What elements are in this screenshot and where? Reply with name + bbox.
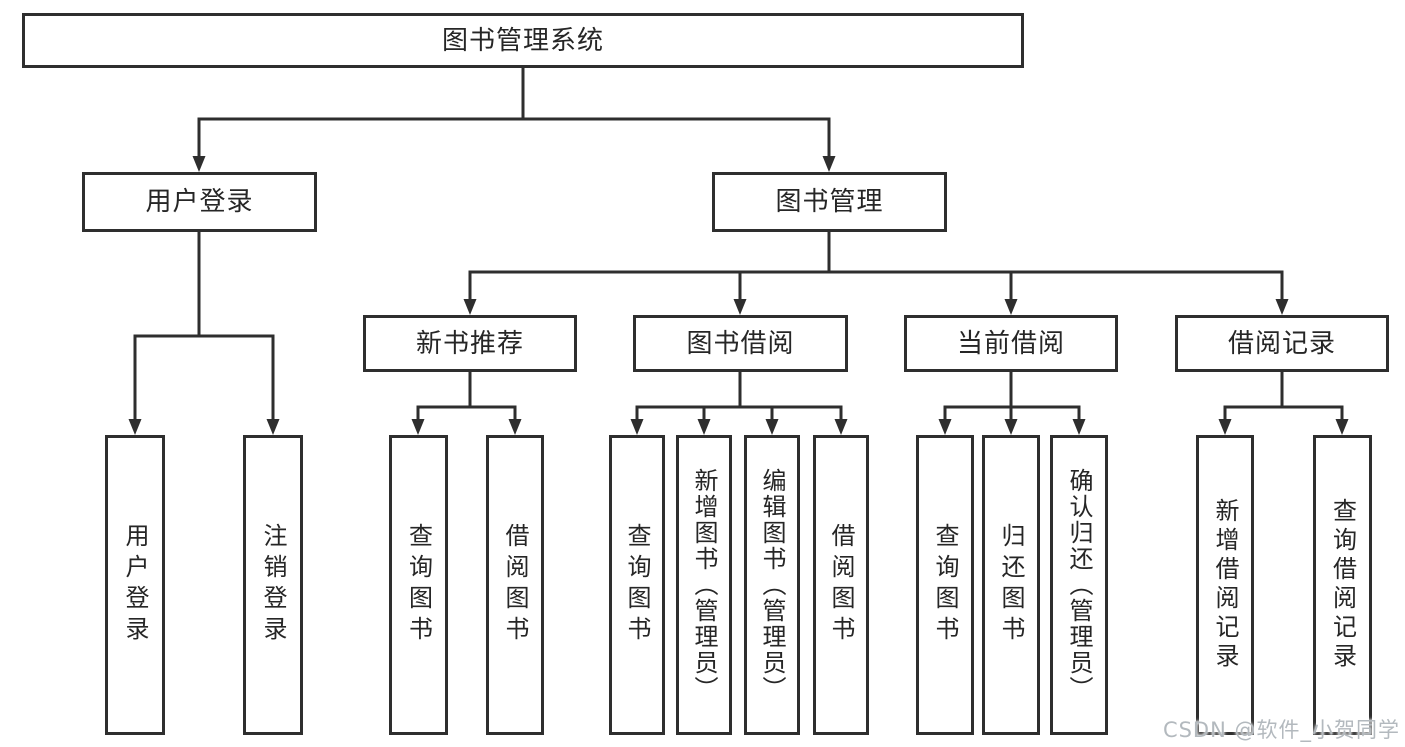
watermark: CSDN @软件_小贺同学 (1162, 718, 1400, 742)
arrowhead (266, 419, 280, 435)
arrowhead (1004, 419, 1018, 435)
node-root: 图书管理系统 (22, 13, 1024, 68)
node-current-borrow: 当前借阅 (904, 315, 1118, 372)
leaf-logout: 注销登录 (243, 435, 303, 735)
leaf-query-books-borrow: 查询图书 (609, 435, 665, 735)
leaf-query-books-recommend: 查询图书 (389, 435, 448, 735)
arrowhead (1218, 419, 1232, 435)
node-user-login: 用户登录 (82, 172, 317, 232)
leaf-edit-books-admin: 编辑图书（管理员） (744, 435, 800, 735)
arrowhead (1072, 419, 1086, 435)
leaf-user-login: 用户登录 (105, 435, 165, 735)
arrowhead (508, 419, 522, 435)
arrowhead (1004, 299, 1018, 315)
arrowhead (128, 419, 142, 435)
arrowhead (630, 419, 644, 435)
connector-current-borrow-branch (943, 370, 1081, 421)
node-book-borrow: 图书借阅 (633, 315, 848, 372)
connector-book-management-branch (468, 230, 1284, 301)
arrowhead (822, 156, 836, 172)
node-borrow-records: 借阅记录 (1175, 315, 1389, 372)
arrowhead (765, 419, 779, 435)
arrowhead (697, 419, 711, 435)
arrowhead (463, 299, 477, 315)
leaf-confirm-return-admin: 确认归还（管理员） (1050, 435, 1108, 735)
arrowheads (128, 156, 1349, 435)
leaf-borrow-books-recommend: 借阅图书 (486, 435, 544, 735)
connector-borrow-records-branch (1223, 370, 1344, 421)
arrowhead (1335, 419, 1349, 435)
connector-root-to-level2 (197, 66, 831, 158)
node-book-management: 图书管理 (712, 172, 947, 232)
arrowhead (834, 419, 848, 435)
arrowhead (938, 419, 952, 435)
connector-book-borrow-branch (635, 370, 843, 421)
leaf-add-borrow-record: 新增借阅记录 (1196, 435, 1254, 735)
leaf-borrow-books: 借阅图书 (813, 435, 869, 735)
arrowhead (192, 156, 206, 172)
arrowhead (411, 419, 425, 435)
connector-user-login-branch (133, 230, 275, 421)
leaf-query-books-current: 查询图书 (916, 435, 974, 735)
leaf-return-books: 归还图书 (982, 435, 1040, 735)
leaf-add-books-admin: 新增图书（管理员） (676, 435, 732, 735)
arrowhead (1275, 299, 1289, 315)
leaf-query-borrow-record: 查询借阅记录 (1313, 435, 1372, 735)
arrowhead (733, 299, 747, 315)
connector-new-book-recommend-branch (416, 370, 517, 421)
node-new-book-recommend: 新书推荐 (363, 315, 577, 372)
